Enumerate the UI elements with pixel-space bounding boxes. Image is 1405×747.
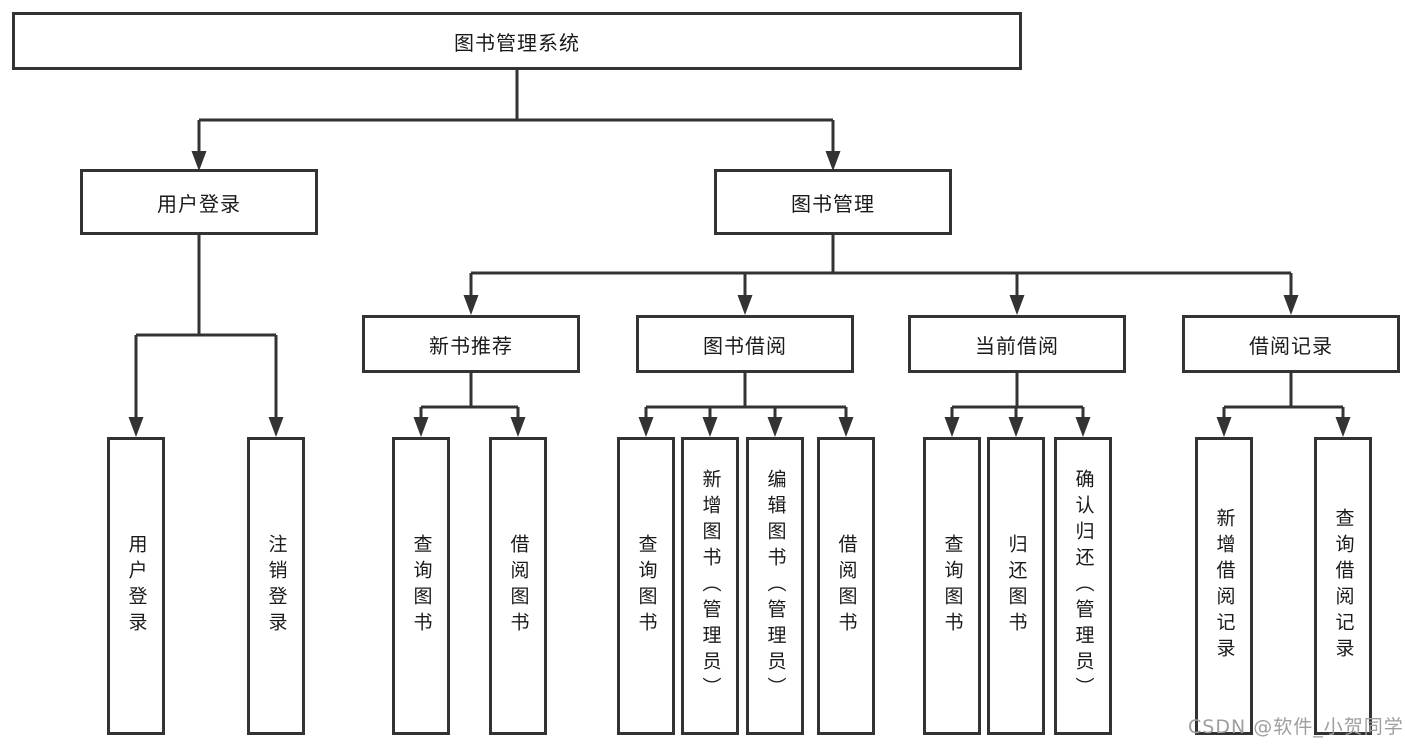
leaf-query-book-recommend: 查询图书 xyxy=(392,437,450,735)
leaf-borrow-book: 借阅图书 xyxy=(817,437,875,735)
node-current-borrow-label: 当前借阅 xyxy=(975,333,1059,358)
node-new-book-recommend: 新书推荐 xyxy=(362,315,580,373)
node-borrow-records: 借阅记录 xyxy=(1182,315,1400,373)
leaf-borrow-book-label: 借阅图书 xyxy=(835,534,858,638)
node-root-label: 图书管理系统 xyxy=(454,30,580,55)
leaf-logout-login-label: 注销登录 xyxy=(265,534,288,638)
leaf-add-book-admin: 新增图书（管理员） xyxy=(681,437,739,735)
leaf-confirm-return-admin: 确认归还（管理员） xyxy=(1054,437,1112,735)
leaf-confirm-return-admin-label: 确认归还（管理员） xyxy=(1072,469,1095,703)
leaf-query-book-current: 查询图书 xyxy=(923,437,981,735)
node-root: 图书管理系统 xyxy=(12,12,1022,70)
node-book-borrow-label: 图书借阅 xyxy=(703,333,787,358)
node-current-borrow: 当前借阅 xyxy=(908,315,1126,373)
leaf-return-book: 归还图书 xyxy=(987,437,1045,735)
node-user-login-branch: 用户登录 xyxy=(80,169,318,235)
leaf-add-borrow-record: 新增借阅记录 xyxy=(1195,437,1253,735)
leaf-user-login-label: 用户登录 xyxy=(125,534,148,638)
node-borrow-records-label: 借阅记录 xyxy=(1249,333,1333,358)
leaf-user-login: 用户登录 xyxy=(107,437,165,735)
leaf-add-book-admin-label: 新增图书（管理员） xyxy=(699,469,722,703)
node-book-management-branch-label: 图书管理 xyxy=(791,191,875,216)
leaf-borrow-book-recommend-label: 借阅图书 xyxy=(507,534,530,638)
node-new-book-recommend-label: 新书推荐 xyxy=(429,333,513,358)
csdn-watermark: CSDN @软件_小贺同学 xyxy=(1188,716,1404,738)
leaf-query-book-borrow: 查询图书 xyxy=(617,437,675,735)
leaf-query-book-borrow-label: 查询图书 xyxy=(635,534,658,638)
leaf-query-book-recommend-label: 查询图书 xyxy=(410,534,433,638)
node-book-management-branch: 图书管理 xyxy=(714,169,952,235)
node-user-login-branch-label: 用户登录 xyxy=(157,191,241,216)
leaf-logout-login: 注销登录 xyxy=(247,437,305,735)
leaf-add-borrow-record-label: 新增借阅记录 xyxy=(1213,508,1236,664)
leaf-return-book-label: 归还图书 xyxy=(1005,534,1028,638)
leaf-edit-book-admin-label: 编辑图书（管理员） xyxy=(764,469,787,703)
leaf-query-borrow-record: 查询借阅记录 xyxy=(1314,437,1372,735)
leaf-borrow-book-recommend: 借阅图书 xyxy=(489,437,547,735)
leaf-query-book-current-label: 查询图书 xyxy=(941,534,964,638)
node-book-borrow: 图书借阅 xyxy=(636,315,854,373)
leaf-edit-book-admin: 编辑图书（管理员） xyxy=(746,437,804,735)
leaf-query-borrow-record-label: 查询借阅记录 xyxy=(1332,508,1355,664)
